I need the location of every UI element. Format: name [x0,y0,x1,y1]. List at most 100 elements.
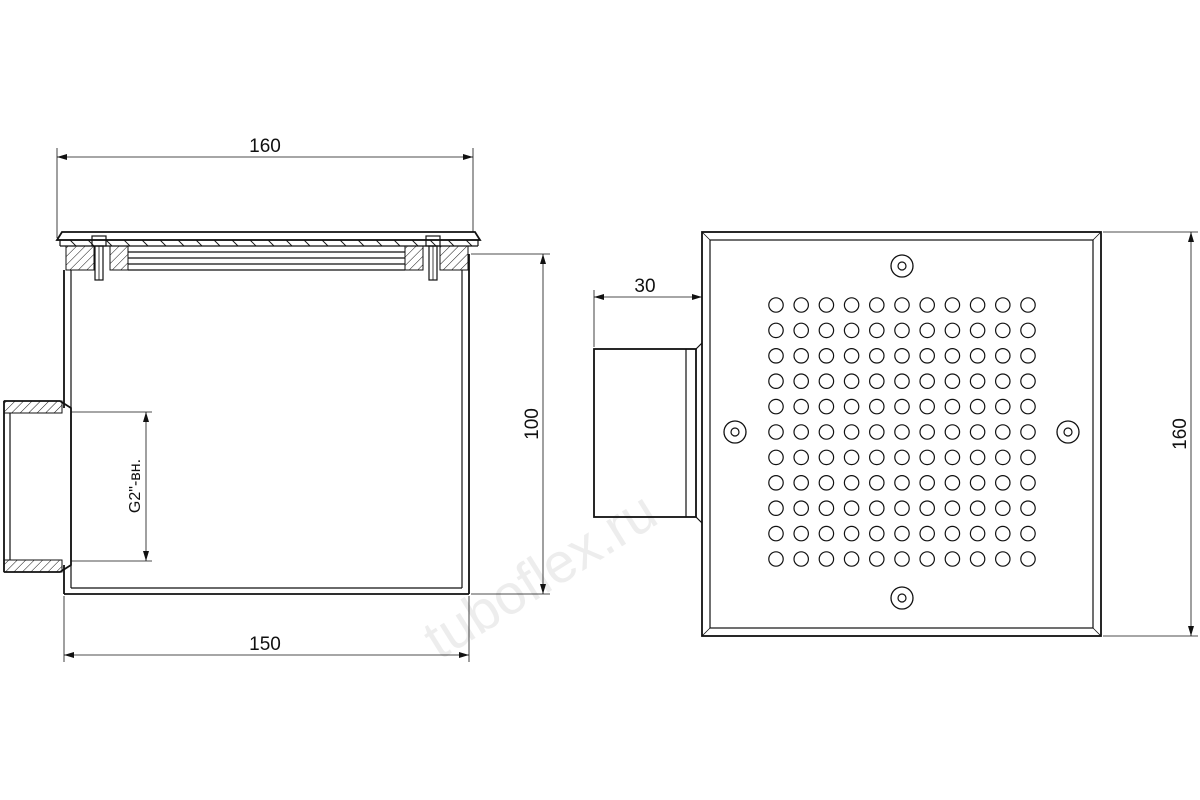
grate-hole [944,551,961,567]
grate-hole [1020,347,1036,364]
dim-size: 160 [1103,231,1198,637]
thread-label: G2"-вн. [127,459,144,513]
grate-frame-outer [701,231,1102,637]
grate-hole [793,551,809,567]
grate-hole [768,398,784,415]
grate-hole [944,525,961,542]
grate-hole [894,525,910,542]
top-view: 30 160 [593,231,1198,637]
dim-size-label: 160 [1170,418,1191,450]
grate-hole [894,347,910,364]
grate-hole [894,322,910,339]
grate-hole [843,449,860,466]
grate-hole [944,474,961,491]
grate-hole [793,297,809,313]
grate-hole [768,424,784,440]
grate-hole [919,297,935,313]
grate-serration [69,239,473,247]
grate-hole [768,474,784,491]
grate-hole [768,373,784,389]
grate-hole [919,398,935,415]
grate-hole [994,347,1011,364]
screw-head [890,254,914,278]
grate-hole [919,347,935,364]
grate-hole [793,500,809,516]
thread-dimension: G2"-вн. [71,411,152,562]
grate-hole [944,449,961,466]
dim-top-width: 160 [56,136,474,238]
grate-hole [843,373,860,389]
dim-height-label: 100 [522,408,543,440]
grate-hole [1020,424,1036,440]
serration-tick [123,239,131,247]
grate-hole [768,449,784,466]
grate-hole [843,297,860,313]
grate-hole [768,322,784,339]
grate-hole [994,322,1011,339]
serration-tick [213,239,221,247]
grate-hole [868,525,885,542]
grate-hole [969,525,986,542]
grate-hole [894,474,910,491]
grate-hole [944,373,961,389]
grate-hole [994,474,1011,491]
seal-right [439,245,469,271]
grate-hole [919,474,935,491]
grate-hole [994,297,1011,313]
serration-tick [249,239,257,247]
grate-hole [868,373,885,389]
grate-hole [894,424,910,440]
grate-hole [894,398,910,415]
dim-top-width-label: 160 [249,136,281,157]
dim-height: 100 [471,253,550,595]
serration-tick [429,239,437,247]
grate-hole [843,322,860,339]
grate-hole [919,525,935,542]
grate-hole [843,424,860,440]
grate-hole [969,551,986,567]
grate-hole [944,322,961,339]
grate-hole [768,525,784,542]
grate-hole [868,551,885,567]
grate-frame-inner [709,239,1094,629]
grate-hole [793,525,809,542]
outlet-pipe-top [593,342,703,524]
grate-hole [818,449,835,466]
grate-hole [843,474,860,491]
grate-hole [1020,525,1036,542]
grate-hole [818,322,835,339]
grate-hole [768,297,784,313]
serration-tick [411,239,419,247]
grate-hole [919,373,935,389]
grate-hole [818,424,835,440]
grate-hole [868,449,885,466]
serration-tick [159,239,167,247]
serration-tick [267,239,275,247]
seal-left [65,245,95,271]
seal-right-inner [404,245,424,271]
grate-hole [818,398,835,415]
grate-hole [969,424,986,440]
grate-hole [793,373,809,389]
grate-hole [969,297,986,313]
serration-tick [321,239,329,247]
grate-hole [919,551,935,567]
grate-screws [723,254,1080,610]
grate-hole [768,500,784,516]
grate-hole [818,373,835,389]
grate-hole [868,398,885,415]
grate-hole-grid [768,297,1036,567]
grate-hole [919,500,935,516]
screw-hole [1063,427,1073,437]
screw-hole [897,593,907,603]
grate-hole [994,449,1011,466]
screw-head [1056,420,1080,444]
grate-hole [1020,449,1036,466]
grate-hole [969,373,986,389]
drain-body [63,254,470,595]
grate-hole [944,398,961,415]
grate-hole [843,398,860,415]
grate-hole [1020,474,1036,491]
grate-hole [1020,322,1036,339]
grate-hole [818,525,835,542]
